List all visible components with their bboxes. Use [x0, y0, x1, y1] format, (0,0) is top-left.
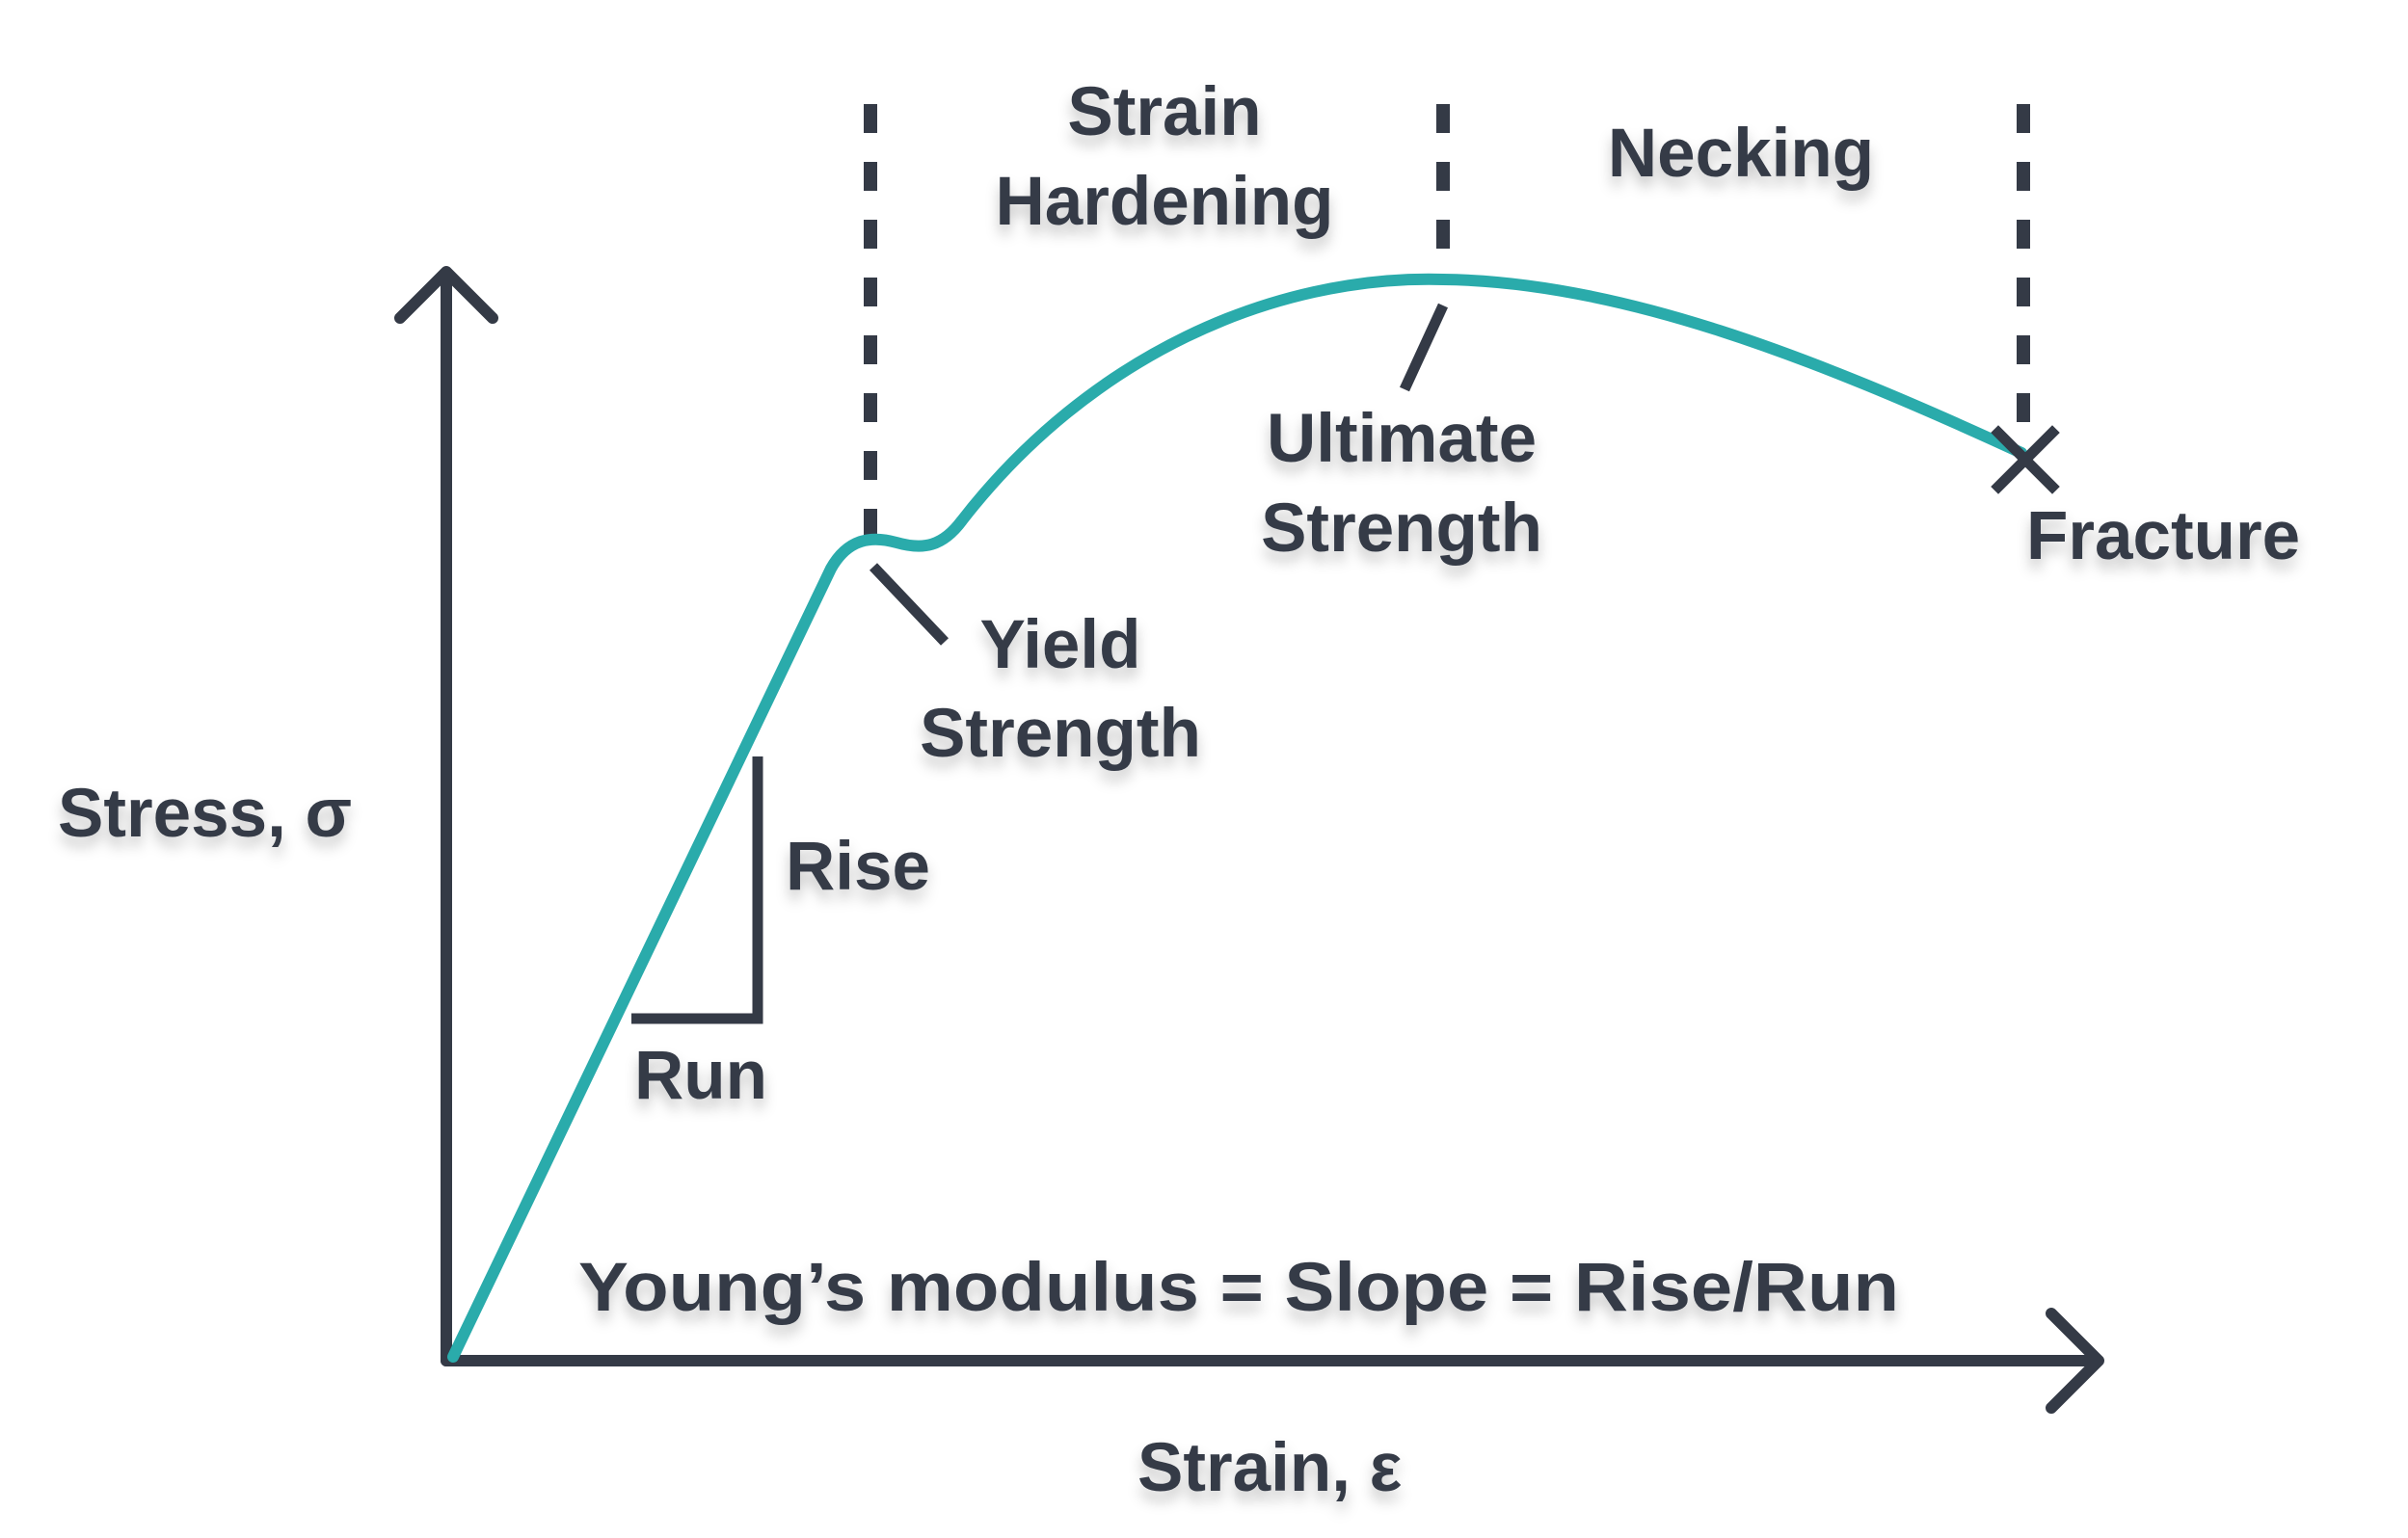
- fracture-x-icon: [1991, 425, 2060, 494]
- ultimate-strength-label-line2: Strength: [1261, 491, 1542, 567]
- x-axis-arrowhead-icon: [2046, 1308, 2104, 1414]
- strain-hardening-label-line2: Hardening: [995, 164, 1333, 240]
- strain-hardening-label-line1: Strain: [1067, 74, 1261, 150]
- rise-label: Rise: [786, 829, 930, 905]
- ultimate-strength-label-line1: Ultimate: [1267, 401, 1537, 477]
- fracture-label: Fracture: [2026, 498, 2300, 574]
- yield-leader-line: [870, 563, 949, 646]
- necking-label: Necking: [1608, 116, 1874, 192]
- yield-strength-label-line2: Strength: [920, 696, 1201, 772]
- run-label: Run: [634, 1038, 767, 1114]
- yield-strength-label-line1: Yield: [979, 607, 1140, 683]
- stress-strain-curve: [447, 273, 2027, 1363]
- x-axis-label: Strain, ε: [1137, 1430, 1402, 1506]
- ultimate-leader-line: [1400, 303, 1448, 392]
- y-axis-arrowhead-icon: [394, 266, 498, 324]
- slope-triangle: [631, 756, 763, 1024]
- youngs-modulus-formula: Young’s modulus = Slope = Rise/Run: [578, 1250, 1899, 1326]
- y-axis-label: Stress, σ: [58, 776, 352, 852]
